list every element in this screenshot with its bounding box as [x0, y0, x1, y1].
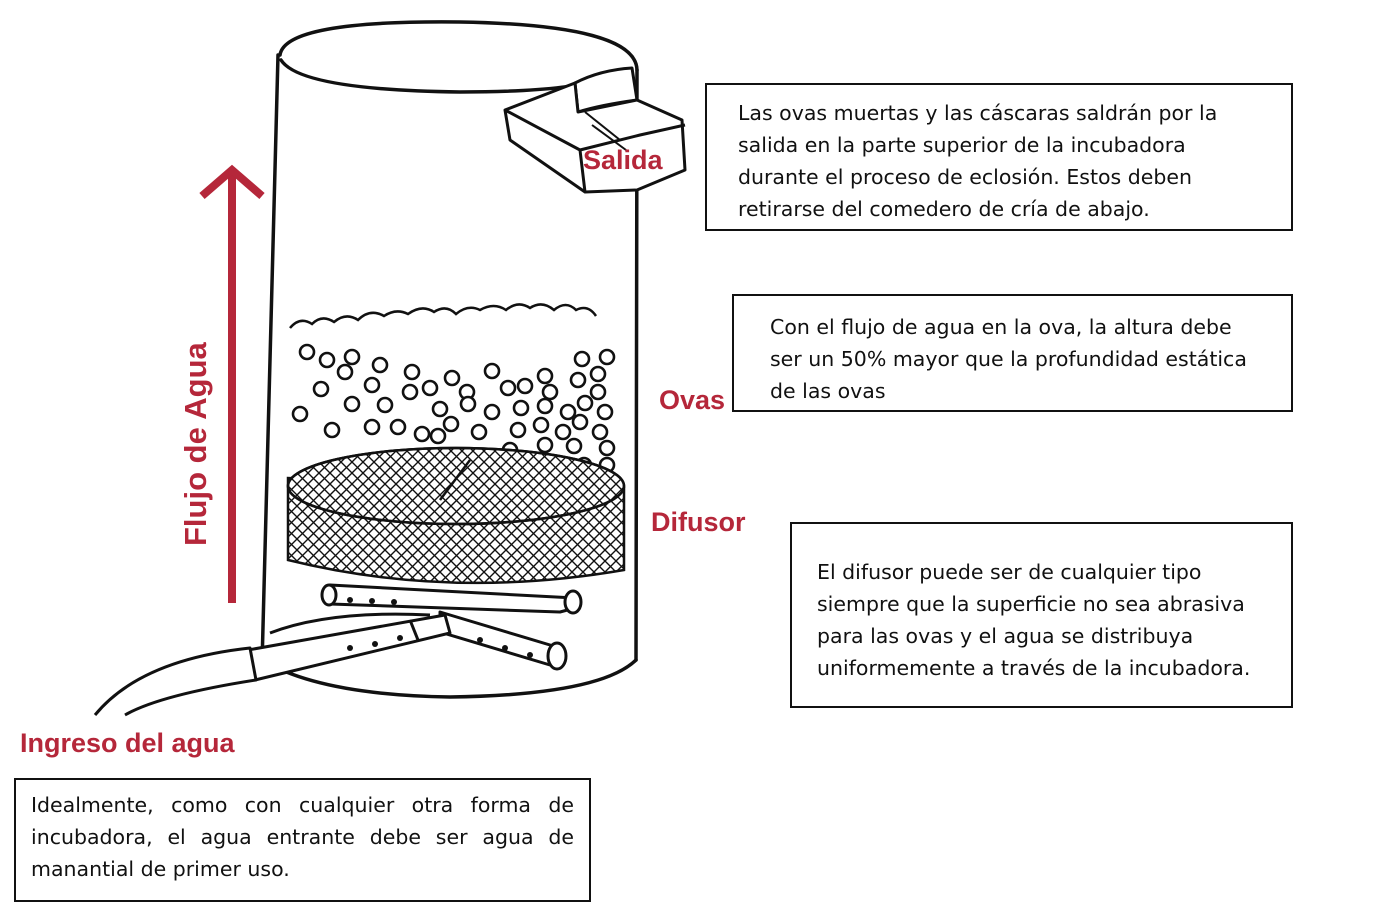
diffuser-mesh — [286, 446, 626, 585]
egg-layer-top — [289, 303, 598, 329]
flow-arrow-icon — [199, 164, 265, 603]
water-inlet-label: Ingreso del agua — [20, 728, 235, 758]
diffuser-note: El difusor puede ser de cualquier tipo s… — [790, 522, 1293, 708]
diffuser-label: Difusor — [651, 507, 746, 537]
outlet-spout — [503, 66, 687, 194]
outlet-note: Las ovas muertas y las cáscaras saldrán … — [705, 83, 1293, 231]
distribution-pipes — [93, 583, 583, 717]
outlet-label: Salida — [583, 145, 663, 175]
eggs-label: Ovas — [659, 385, 726, 415]
water-inlet-note: Idealmente, como con cualquier otra form… — [14, 778, 591, 902]
water-flow-label: Flujo de Agua — [178, 342, 213, 546]
eggs-note: Con el flujo de agua en la ova, la altur… — [732, 294, 1293, 412]
